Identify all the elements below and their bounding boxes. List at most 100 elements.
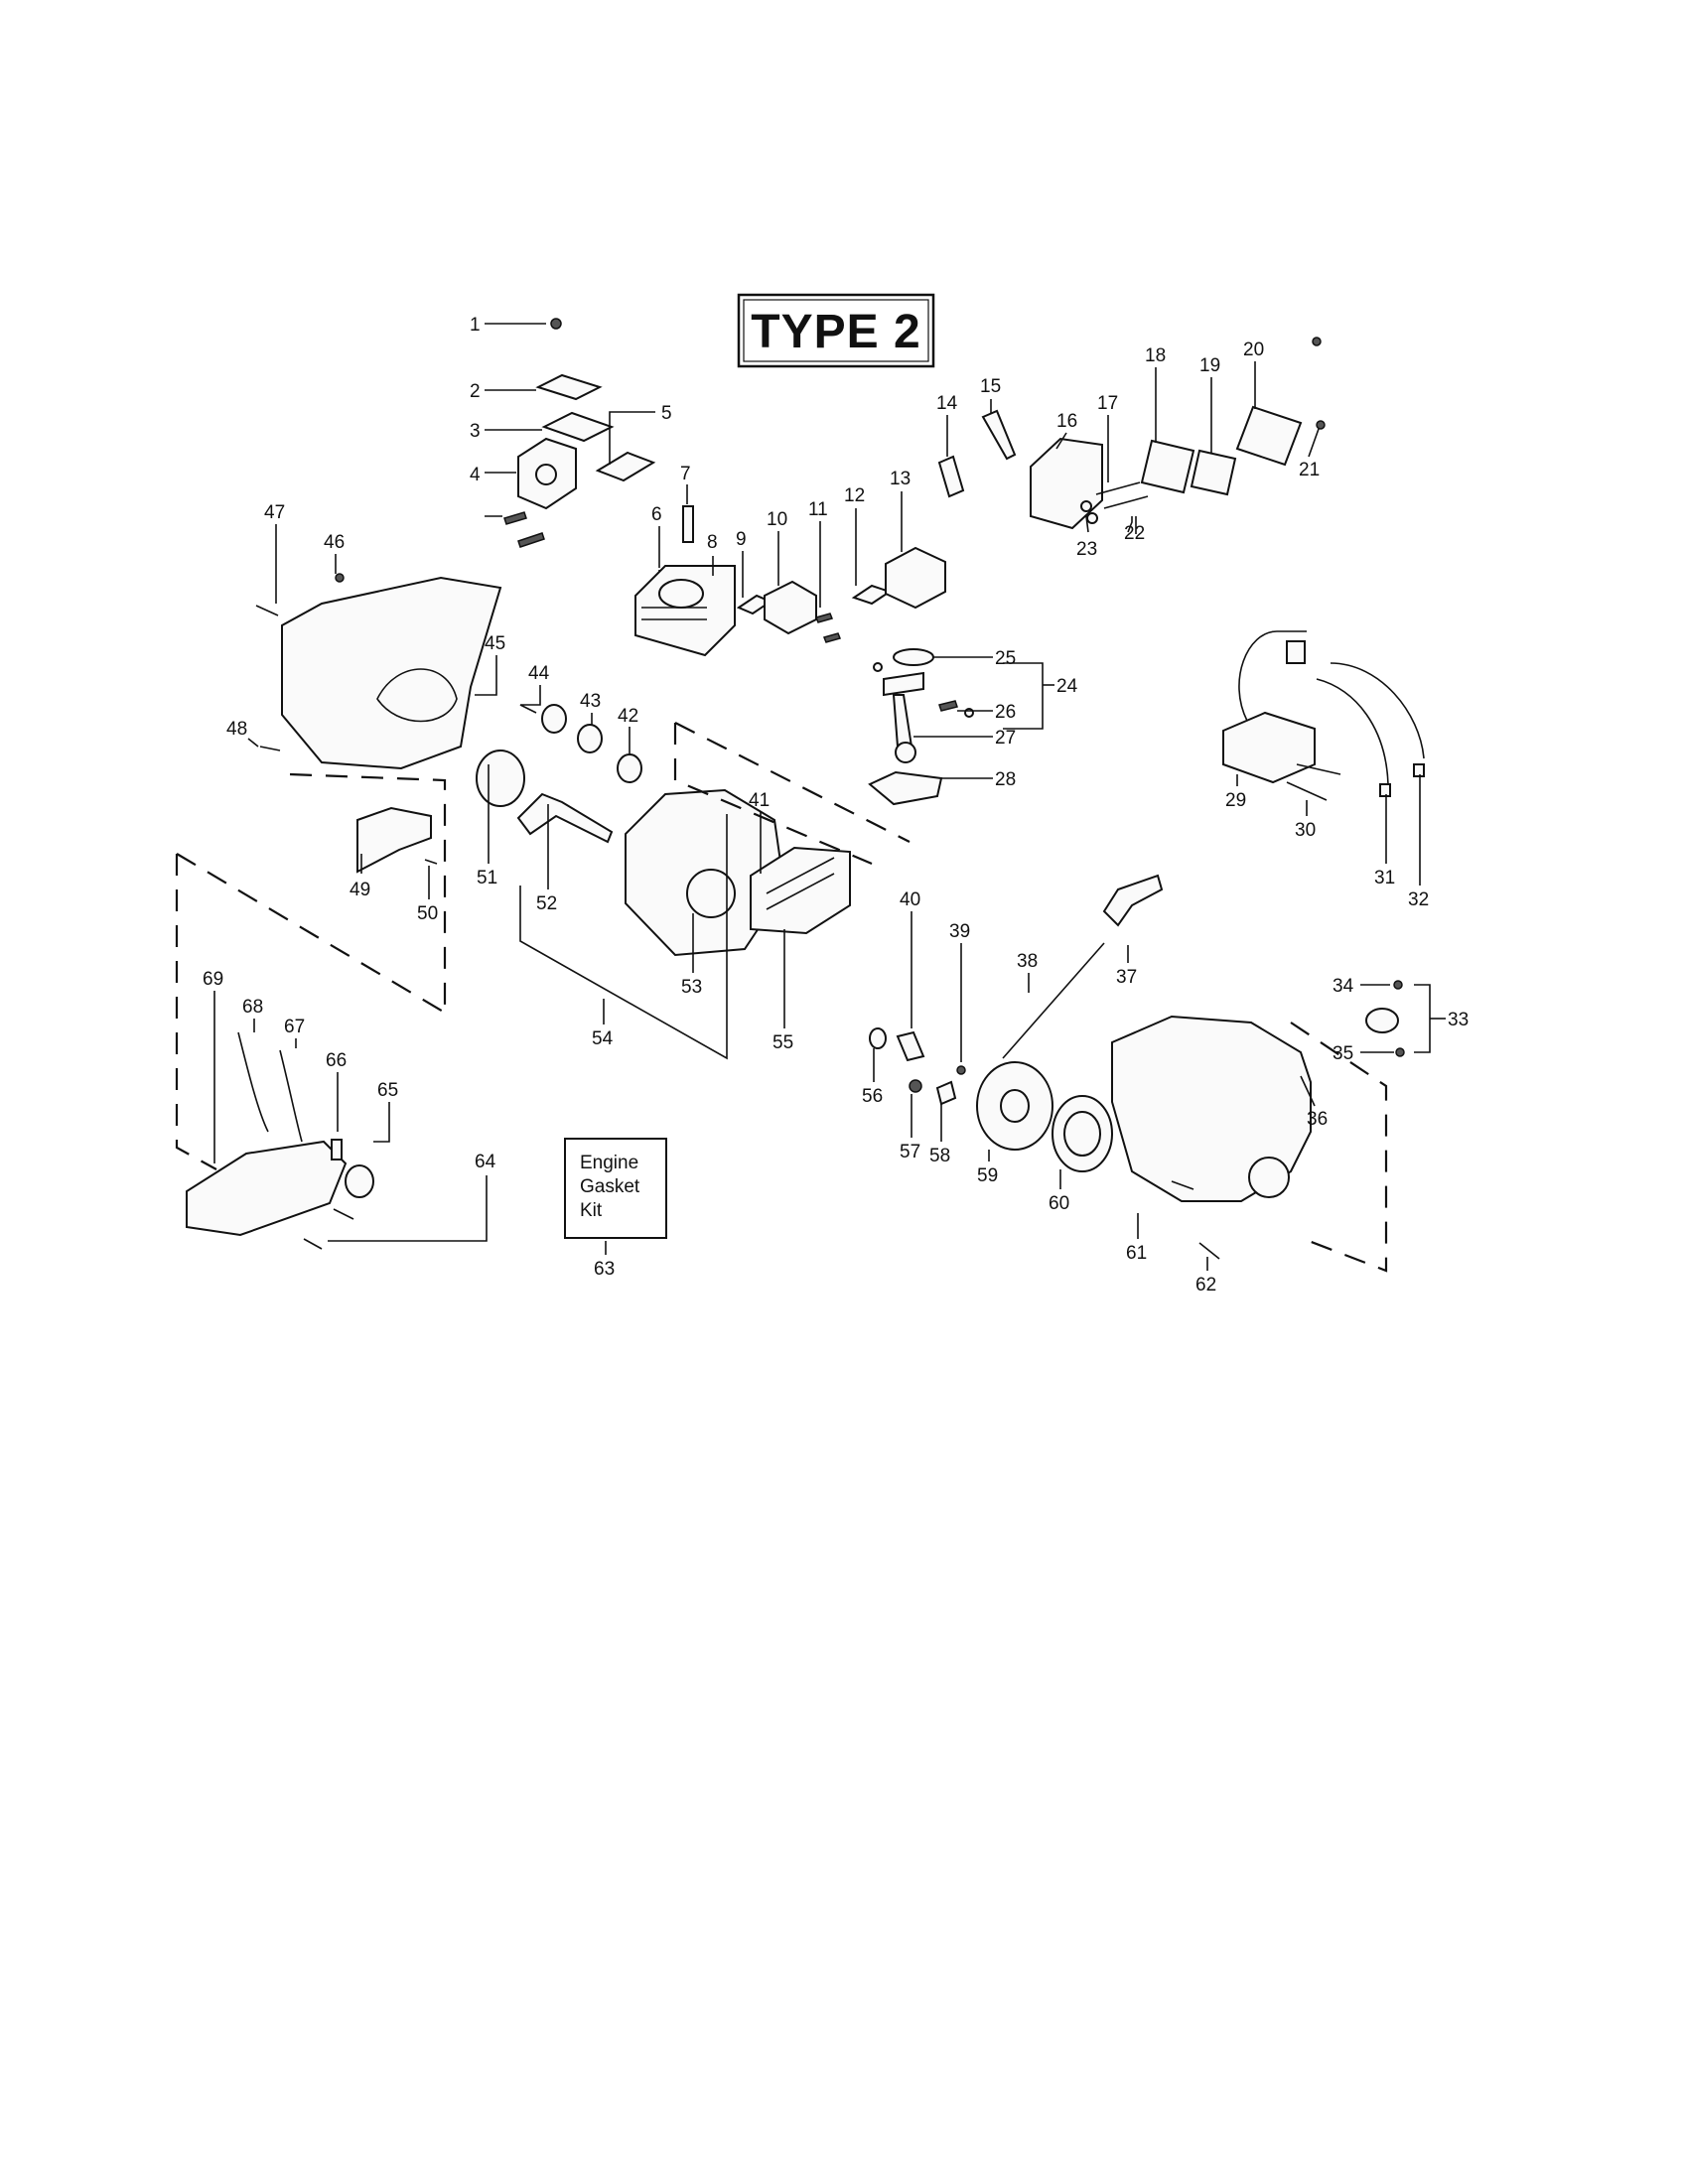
leader [1308,428,1320,458]
leader [247,738,259,748]
shroud-screw-icon [335,573,345,583]
carburetor-gasket-icon [851,584,893,606]
part-number: 7 [680,464,691,484]
part-number: 25 [995,648,1016,669]
crankshaft-icon [516,792,614,844]
leader [1085,515,1089,533]
muffler-outlet-icon [535,464,557,485]
carburetor-screw-icon [822,632,842,643]
bracket-screw-icon [424,859,438,865]
pulley-hub-icon [1000,1089,1030,1123]
part-number: 1 [470,315,481,336]
crankcase-gasket-icon [868,770,943,806]
leader [1414,984,1431,1053]
tank-screw-icon [303,1238,323,1250]
part-number: 59 [977,1165,998,1186]
title-block: TYPE 2 [737,293,935,368]
dashed-group-line [673,723,873,866]
muffler-screw-icon [517,532,545,548]
part-number: 63 [594,1259,615,1280]
piston-clip-icon [873,662,883,672]
part-number: 42 [618,706,638,727]
engine-gasket-kit-box: Engine Gasket Kit [564,1138,667,1239]
part-drawings [186,318,1425,1260]
pawl-bolt-icon [909,1079,922,1093]
bracket-icon [356,806,432,874]
spark-plug-icon [682,505,694,543]
part-number: 12 [844,485,865,506]
part-number: 33 [1448,1010,1469,1030]
pawl-icon [935,1080,957,1106]
part-number: 51 [477,868,497,888]
muffler-cover-icon [541,411,615,443]
part-number: 30 [1295,820,1316,841]
dashed-group-line [1290,1022,1388,1273]
part-number: 34 [1333,976,1354,997]
leader [1127,516,1133,533]
kit-line-3: Kit [580,1200,603,1221]
dashed-group-line [674,722,911,843]
part-number: 45 [485,633,505,654]
part-number: 13 [890,469,911,489]
part-number: 19 [1199,355,1220,376]
washer-icon [1080,500,1092,512]
choke-lever-icon [981,409,1017,461]
part-number: 16 [1056,411,1077,432]
part-number: 3 [470,421,481,442]
recoil-spring-inner [1063,1111,1101,1157]
filter-screw-icon [1103,495,1149,509]
housing-outlet-icon [1248,1157,1290,1198]
starter-housing-icon [1111,1015,1312,1202]
part-number: 66 [326,1050,347,1071]
o-ring-icon [476,750,525,807]
part-number: 61 [1126,1243,1147,1264]
part-number: 18 [1145,345,1166,366]
diagram-title: TYPE 2 [751,306,920,358]
tank-screw-icon [333,1208,354,1220]
part-number: 26 [995,702,1016,723]
leader [1003,662,1044,730]
part-number: 57 [900,1142,920,1162]
part-number: 64 [475,1152,496,1172]
part-number: 56 [862,1086,883,1107]
fuel-line-icon [237,1031,269,1133]
part-number: 60 [1049,1193,1069,1214]
kit-frame [564,1138,667,1239]
ignition-module-icon [1222,711,1316,784]
ignition-wire-icon [1238,630,1307,722]
ignition-lead-icon [1330,662,1425,759]
air-filter-icon [1190,449,1237,496]
part-number: 9 [736,529,747,550]
screw-icon [550,318,562,330]
part-number: 68 [242,997,263,1018]
filter-screw-icon [1095,481,1141,495]
leader [328,1175,488,1242]
part-number: 10 [767,509,787,530]
leader [1055,432,1067,450]
part-number: 69 [203,969,223,990]
carburetor-screw-icon [814,613,834,623]
part-number: 62 [1195,1275,1216,1296]
part-number: 8 [707,532,718,553]
fuel-line-icon [279,1049,303,1143]
part-number: 21 [1299,460,1320,480]
part-number: 5 [661,403,672,424]
piston-icon [883,671,924,697]
leader [475,655,497,696]
part-number: 43 [580,691,601,712]
cylinder-bore-icon [658,579,704,609]
part-number-labels: 1 2 3 4 5 6 7 8 9 10 11 12 13 14 15 16 1… [203,315,1469,1296]
part-number: 50 [417,903,438,924]
title-frame-inner [743,299,929,362]
shroud-screw-icon [259,746,281,751]
oil-seal-icon [541,704,567,734]
part-number: 67 [284,1017,305,1037]
air-filter-cover-icon [1235,405,1303,467]
clamp-screw-icon [1393,980,1403,990]
part-number: 46 [324,532,345,553]
shoulder-screw-icon [896,1030,925,1062]
piston-ring-icon [893,648,934,666]
washer-icon [869,1027,887,1049]
dashed-group-line [289,772,447,1013]
